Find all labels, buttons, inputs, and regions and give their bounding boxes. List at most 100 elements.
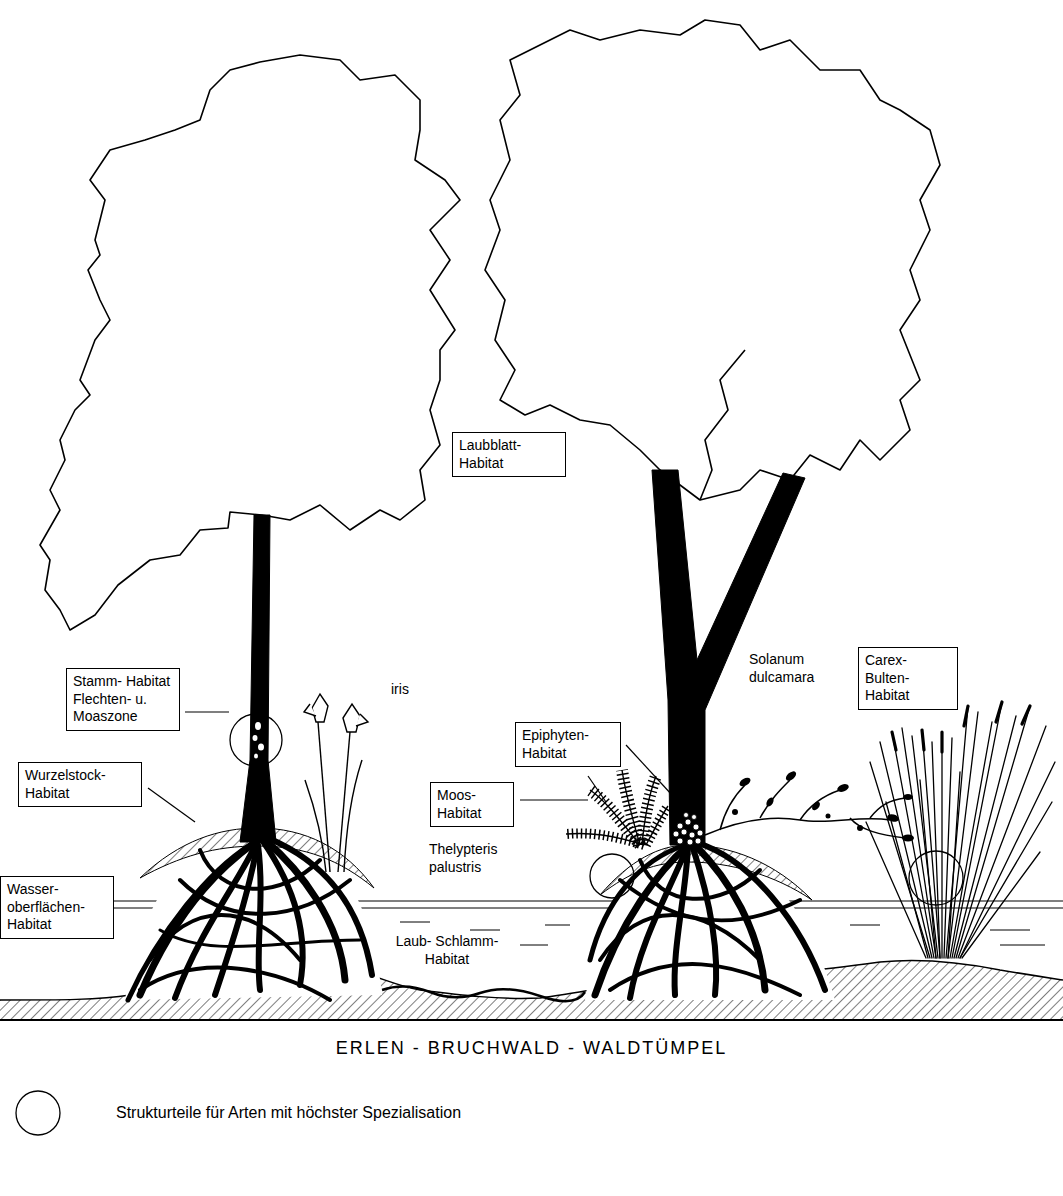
solanum-plant (826, 814, 831, 819)
specialisation-circle (230, 714, 282, 766)
carex-tussock (892, 732, 934, 958)
water-surface (850, 925, 880, 926)
iris-plant (305, 780, 326, 872)
moss-cushion (689, 832, 695, 838)
fern-plant (642, 776, 656, 845)
solanum-plant (857, 825, 863, 831)
habitat-box: Moos- Habitat (430, 782, 514, 827)
tree-trunk (240, 470, 805, 845)
carex-tussock (1022, 706, 1030, 724)
carex-tussock (954, 716, 1016, 958)
fern-plant (566, 833, 644, 845)
lichen-spots (255, 722, 261, 730)
water-surface (990, 930, 1030, 931)
moss-cushion (684, 813, 689, 818)
root-mound (258, 845, 261, 990)
tree-canopy (700, 350, 745, 500)
tree-canopy (40, 55, 460, 630)
lichen-spots (254, 754, 258, 759)
moss-cushion (693, 824, 699, 830)
iris-plant (338, 732, 350, 872)
carex-tussock (958, 726, 1046, 958)
legend-entry: Strukturteile für Arten mit höchster Spe… (12, 1088, 461, 1138)
fern-plant (622, 770, 640, 845)
habitat-box: Carex- Bulten- Habitat (858, 647, 958, 710)
habitat-label: Carex- Bulten- Habitat (865, 652, 951, 705)
habitat-box: Stamm- HabitatFlechten- u. Moaszone (66, 668, 180, 731)
solanum-plant (705, 818, 890, 835)
solanum-plant (720, 785, 745, 830)
plant-or-habitat-label: Laub- Schlamm- Habitat (385, 932, 509, 969)
solanum-plant (732, 809, 738, 815)
leader-line (588, 776, 606, 802)
carex-tussock (920, 780, 936, 958)
specialisation-circle (230, 714, 963, 905)
fern-plant (646, 806, 668, 845)
carex-tussock (866, 702, 1055, 958)
moss-cushion (695, 838, 701, 844)
solanum-plant (810, 800, 821, 812)
root-mound (200, 850, 320, 889)
moss-cushion (697, 830, 703, 836)
carex-tussock (892, 732, 896, 750)
root-mound (180, 880, 350, 914)
root-mound (590, 845, 685, 960)
carex-tussock (880, 742, 932, 958)
moss-cushion (687, 839, 693, 845)
carex-tussock (922, 730, 924, 750)
moss-cushion (673, 813, 703, 846)
plant-or-habitat-label: Solanum dulcamara (746, 650, 836, 687)
water-surface (400, 922, 430, 923)
legend-text: Strukturteile für Arten mit höchster Spe… (116, 1104, 461, 1122)
habitat-label: Epiphyten- Habitat (522, 727, 614, 762)
carex-tussock (948, 772, 960, 958)
solanum-plant (836, 783, 850, 794)
carex-tussock (956, 706, 1030, 958)
legend-circle-symbol (12, 1088, 64, 1138)
root-mound (125, 828, 382, 1000)
lichen-spots (258, 744, 264, 751)
tree-canopy (485, 20, 940, 500)
carex-tussock (922, 730, 940, 958)
water-surface (470, 930, 500, 931)
root-mound (125, 828, 382, 1000)
specialisation-circle (590, 854, 634, 898)
iris-plant (304, 704, 316, 716)
iris-plant (356, 714, 368, 726)
root-mound (640, 860, 760, 899)
leader-line (148, 788, 195, 822)
diagram-title: ERLEN - BRUCHWALD - WALDTÜMPEL (0, 1038, 1063, 1059)
solanum-plant (760, 780, 790, 818)
habitat-label: Stamm- Habitat (73, 673, 173, 691)
carex-tussock (960, 802, 1052, 958)
root-mound (128, 838, 372, 1000)
moss-cushion (692, 815, 697, 820)
root-mound (160, 930, 360, 947)
iris-plant (318, 722, 330, 872)
leader-line (626, 745, 672, 795)
leader-line (520, 799, 588, 800)
carex-tussock (941, 732, 942, 958)
carex-tussock (962, 852, 1040, 958)
mud-line (382, 986, 585, 1001)
fern-plant (566, 770, 668, 845)
carex-tussock (940, 732, 943, 752)
carex-tussock (960, 762, 1055, 958)
plant-or-habitat-label: iris (388, 680, 412, 700)
habitat-box: Laubblatt- Habitat (452, 432, 566, 477)
water-surface (520, 945, 548, 946)
habitat-label: Wurzelstock- Habitat (25, 767, 135, 802)
carex-tussock (892, 702, 1030, 752)
root-mound (600, 915, 760, 960)
fern-plant (646, 806, 668, 845)
solanum-plant (784, 769, 798, 782)
moss-cushion (677, 823, 683, 829)
lichen-spots (253, 735, 258, 741)
leader-line (148, 712, 672, 822)
specialisation-circle (909, 851, 963, 905)
solanum-plant (738, 776, 752, 788)
tree-canopy (40, 20, 940, 630)
habitat-label: Moos- Habitat (437, 787, 507, 822)
legend-circle-symbol (16, 1091, 60, 1135)
